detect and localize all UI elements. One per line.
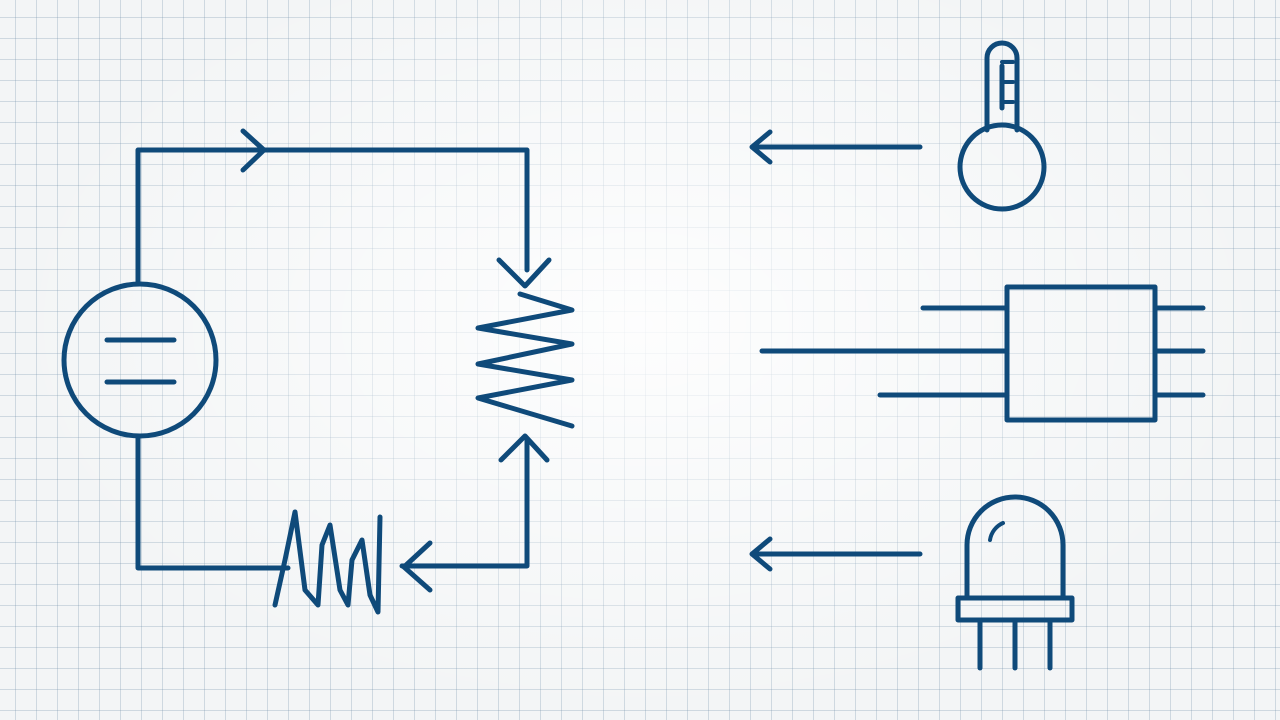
flow-arrow-left-icon — [401, 540, 433, 593]
circuit-wire-top — [135, 147, 530, 285]
resistor-icon — [475, 291, 575, 429]
circuit-diagram — [61, 128, 575, 615]
components-panel — [749, 40, 1206, 671]
arrow-left-icon — [749, 129, 923, 165]
circuit-wire-bottom — [135, 435, 291, 571]
flow-arrow-right-icon — [240, 128, 267, 173]
battery-icon — [61, 281, 219, 439]
circuit-wire-right — [399, 437, 530, 569]
led-icon — [955, 494, 1075, 671]
flow-arrow-down-icon — [496, 257, 552, 289]
thermometer-icon — [957, 40, 1047, 212]
flow-arrow-up-icon — [498, 433, 550, 463]
inductor-icon — [272, 509, 383, 615]
arrow-left-icon — [749, 536, 923, 572]
ic-chip-icon — [759, 284, 1206, 423]
